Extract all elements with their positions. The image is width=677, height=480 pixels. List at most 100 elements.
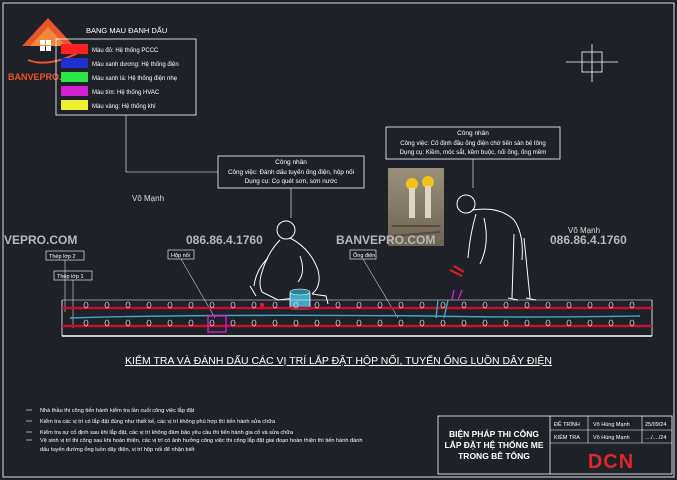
title-line-3: TRONG BÊ TÔNG (458, 450, 530, 461)
rebar-tie (524, 319, 530, 327)
rebar-tie (83, 301, 89, 309)
rebar-tie (188, 319, 194, 327)
svg-text:Hộp nối: Hộp nối (171, 253, 190, 259)
row-date-check: ..../..../24 (645, 435, 666, 441)
concrete-slab-section (61, 289, 653, 337)
notes-list: Nhà thầu thi công tiến hành kiểm tra lần… (26, 407, 362, 453)
rebar-tie (83, 319, 89, 327)
rebar-tie (293, 301, 299, 309)
rebar-tie (104, 301, 110, 309)
tag-rebar-top: Thép lớp 2 (45, 250, 85, 312)
title-line-2: LẮP ĐẶT HỆ THỐNG ME (444, 439, 543, 450)
callout-left: Công nhân Công việc: Đánh dấu tuyến ống … (125, 115, 365, 218)
legend-item: Màu vàng: Hệ thống khí (61, 100, 156, 110)
rebar-tie (314, 319, 320, 327)
crosshair-icon (566, 44, 618, 82)
rebar-tie (440, 319, 446, 327)
name-label-right: Võ Mạnh (568, 226, 600, 235)
legend-item: Màu tím: Hệ thống HVAC (61, 86, 160, 96)
conduit-photo (388, 168, 444, 246)
legend-item: Màu xanh lá: Hệ thống điện nhẹ (61, 72, 178, 82)
svg-text:Thép lớp 1: Thép lớp 1 (57, 274, 84, 280)
watermark-site-center: BANVEPRO.COM (336, 233, 435, 247)
legend-title: BANG MAU ĐANH DẤU (86, 25, 167, 35)
rebar-tie (566, 319, 572, 327)
rebar-tie (608, 319, 614, 327)
rebar-ties (83, 301, 635, 327)
rebar-tie (440, 301, 446, 309)
legend-label: Màu xanh dương: Hệ thống điện (92, 62, 179, 68)
rebar-tie (356, 301, 362, 309)
rebar-tie (503, 301, 509, 309)
callout-right-line1: Công việc: Cố định đầu ống điện chờ tiến… (400, 140, 546, 147)
legend-item: Màu đỏ: Hệ thống PCCC (61, 44, 159, 54)
rebar-tie (335, 301, 341, 309)
callout-right-line2: Dụng cụ: Kiềm, móc sắt, kềm buộc, nối ốn… (400, 149, 547, 156)
rebar-tie (419, 319, 425, 327)
legend-swatch (61, 58, 88, 68)
tag-rebar-bottom: Thép lớp 1 (53, 270, 93, 328)
rebar-tie (377, 319, 383, 327)
rebar-tie (209, 319, 215, 327)
worker-right (456, 194, 537, 301)
legend-label: Màu đỏ: Hệ thống PCCC (92, 47, 159, 54)
rebar-tie (167, 319, 173, 327)
rebar-tie (293, 319, 299, 327)
rebar-tie (398, 301, 404, 309)
legend-swatch (61, 86, 88, 96)
section-caption: KIỂM TRA VÀ ĐÁNH DẤU CÁC VỊ TRÍ LẮP ĐẶT … (125, 353, 552, 367)
row-label-submit: ĐỀ TRÌNH (554, 421, 580, 428)
note-item: dấu tuyến đường ống luồn dây điện, vị tr… (40, 446, 195, 453)
name-label-left: Võ Mạnh (132, 194, 164, 203)
watermark-site-left: VEPRO.COM (4, 233, 77, 247)
rebar-tie (104, 319, 110, 327)
rebar-tie (209, 301, 215, 309)
rebar-tie (314, 301, 320, 309)
paint-bucket-icon (289, 288, 311, 310)
rebar-tie (461, 301, 467, 309)
note-item: Nhà thầu thi công tiến hành kiểm tra lần… (40, 407, 195, 414)
svg-text:Thép lớp 2: Thép lớp 2 (49, 254, 76, 260)
pliers-icon (449, 265, 465, 277)
row-date-submit: 25/09/24 (645, 422, 666, 428)
callout-left-line2: Dụng cụ: Cọ quét sơn, sơn nước (245, 178, 338, 185)
callout-right-title: Công nhân (457, 130, 489, 137)
watermark-phone-left: 086.86.4.1760 (186, 233, 263, 247)
rebar-tie (419, 301, 425, 309)
rebar-tie (566, 301, 572, 309)
legend-swatch (61, 100, 88, 110)
rebar-tie (608, 301, 614, 309)
row-label-check: KIỂM TRA (554, 434, 580, 441)
rebar-tie (335, 319, 341, 327)
rebar-tie (377, 301, 383, 309)
svg-text:Ống điện: Ống điện (353, 252, 375, 259)
rebar-tie (545, 319, 551, 327)
title-line-1: BIỆN PHÁP THI CÔNG (449, 428, 539, 439)
watermark-phone-right: 086.86.4.1760 (550, 233, 627, 247)
rebar-tie (545, 301, 551, 309)
legend-label: Màu xanh lá: Hệ thống điện nhẹ (92, 76, 178, 82)
title-block: BIỆN PHÁP THI CÔNG LẮP ĐẶT HỆ THỐNG ME T… (437, 415, 673, 475)
rebar-tie (587, 301, 593, 309)
rebar-tie (272, 319, 278, 327)
electrical-conduit (69, 314, 641, 319)
rebar-tie (146, 301, 152, 309)
row-name-check: Võ Hùng Mạnh (593, 435, 630, 441)
rebar-tie (272, 301, 278, 309)
rebar-tie (251, 319, 257, 327)
callout-left-line1: Công việc: Đánh dấu tuyến ống điện, hộp … (228, 167, 354, 176)
note-item: Vệ sinh vị trí thi công sau khi hoàn thi… (40, 437, 362, 444)
callout-right: Công nhân Công việc: Cố định đầu ống điệ… (385, 126, 561, 188)
rebar-tie (188, 301, 194, 309)
rebar-tie (356, 319, 362, 327)
junction-box-icon (207, 315, 227, 333)
paint-mark-icon (259, 302, 265, 308)
legend-label: Màu tím: Hệ thống HVAC (92, 90, 160, 96)
brand-logo: DCN (588, 451, 634, 473)
row-name-submit: Võ Hùng Mạnh (593, 422, 630, 428)
note-item: Kiểm tra các vị trí có lắp đặt đúng như … (40, 418, 276, 425)
legend-swatch (61, 44, 88, 54)
